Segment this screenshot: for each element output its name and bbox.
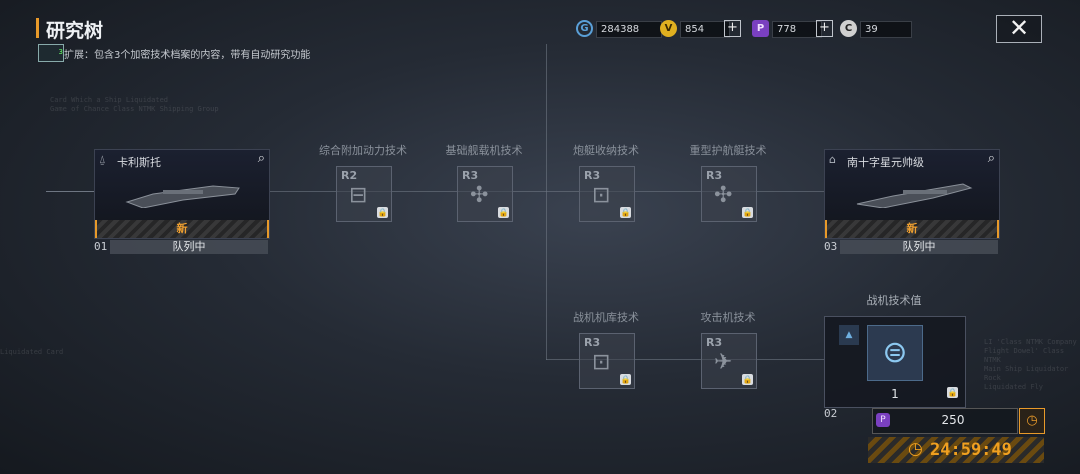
- attack-plane-icon: ✈: [714, 350, 733, 375]
- lock-icon: 🔒: [742, 207, 753, 218]
- ship-name: 南十字星元帅级: [847, 156, 924, 169]
- engine-icon: ⊟: [349, 183, 368, 208]
- new-tag: 新: [176, 222, 188, 235]
- tech-label: 战机机库技术: [573, 311, 639, 324]
- fighter-tech-level: 1: [891, 387, 899, 401]
- close-icon: ✕: [1008, 14, 1030, 42]
- inspect-icon[interactable]: ⌕: [257, 151, 265, 166]
- research-cost: P 250: [872, 408, 1018, 434]
- close-button[interactable]: ✕: [996, 15, 1042, 43]
- fighter-icon: ✣: [470, 183, 489, 208]
- destroyer-class-icon: ⌂: [829, 153, 836, 166]
- queue-status: 队列中: [840, 240, 998, 254]
- clock-fast-forward-icon: ◷: [1026, 413, 1038, 428]
- add-cube-button[interactable]: +: [816, 20, 833, 37]
- purple-cube-icon: P: [876, 413, 890, 427]
- slot-index: 02: [824, 407, 838, 420]
- triangle-icon: ▲: [839, 325, 859, 345]
- lock-icon: 🔒: [498, 207, 509, 218]
- tech-label: 炮艇收纳技术: [573, 144, 639, 157]
- lock-icon: 🔒: [620, 374, 631, 385]
- lock-icon: 🔒: [742, 374, 753, 385]
- purple-cube-icon: P: [752, 20, 769, 37]
- tech-node-fighter-hangar[interactable]: R3 ⊡ 🔒: [579, 333, 635, 389]
- slot-index: 03: [824, 240, 838, 253]
- ship-card-southern-cross[interactable]: ⌂ 南十字星元帅级 ⌕ 新: [824, 149, 1000, 239]
- queue-status: 队列中: [110, 240, 268, 254]
- resource-gold: V 854 +: [660, 20, 741, 38]
- timer-value: 24:59:49: [930, 440, 1012, 460]
- hangar-icon: ⊡: [592, 183, 611, 208]
- frigate-class-icon: ⍙: [99, 153, 106, 166]
- add-gold-button[interactable]: +: [724, 20, 741, 37]
- hangar-icon: ⊡: [592, 350, 611, 375]
- tech-node-gunboat-storage[interactable]: R3 ⊡ 🔒: [579, 166, 635, 222]
- tech-label: 综合附加动力技术: [319, 144, 407, 157]
- speedup-button[interactable]: ◷: [1019, 408, 1045, 434]
- research-chip-icon: C: [840, 20, 857, 37]
- new-tag: 新: [906, 222, 918, 235]
- tech-node-attack-plane[interactable]: R3 ✈ 🔒: [701, 333, 757, 389]
- lock-icon: 🔒: [947, 387, 958, 398]
- clock-icon: ◷: [908, 439, 923, 459]
- fighter-icon: ✣: [714, 183, 733, 208]
- ship-name: 卡利斯托: [117, 156, 161, 169]
- page-title: 研究树: [46, 20, 104, 42]
- tech-node-heavy-escort[interactable]: R3 ✣ 🔒: [701, 166, 757, 222]
- resource-chip: C 39: [840, 20, 912, 38]
- lock-icon: 🔒: [620, 207, 631, 218]
- fighter-tech-emblem-icon: ⊜: [867, 325, 923, 381]
- tech-label: 基础舰载机技术: [445, 144, 523, 157]
- tech-node-engine[interactable]: R2 ⊟ 🔒: [336, 166, 392, 222]
- title-accent: [36, 18, 39, 38]
- fighter-tech-label: 战机技术值: [866, 294, 922, 307]
- credits-icon: G: [576, 20, 593, 37]
- ship-image: [856, 183, 973, 208]
- lock-icon: 🔒: [377, 207, 388, 218]
- expansion-icon: 3: [38, 44, 64, 62]
- resource-credits: G 284388: [576, 20, 662, 38]
- ship-card-callisto[interactable]: ⍙ 卡利斯托 ⌕ 新: [94, 149, 270, 239]
- tech-label: 攻击机技术: [700, 311, 756, 324]
- cost-value: 250: [941, 413, 965, 427]
- research-timer: ◷ 24:59:49: [868, 437, 1044, 463]
- tech-label: 重型护航艇技术: [689, 144, 767, 157]
- expansion-description: 扩展：包含3个加密技术档案的内容，带有自动研究功能: [64, 50, 311, 61]
- tech-node-fighter[interactable]: R3 ✣ 🔒: [457, 166, 513, 222]
- resource-cube: P 778 +: [752, 20, 833, 38]
- inspect-icon[interactable]: ⌕: [987, 151, 995, 166]
- fighter-tech-card[interactable]: ▲ ⊜ 1 🔒: [824, 316, 966, 408]
- ship-image: [125, 185, 240, 208]
- gold-coin-icon: V: [660, 20, 677, 37]
- slot-index: 01: [94, 240, 108, 253]
